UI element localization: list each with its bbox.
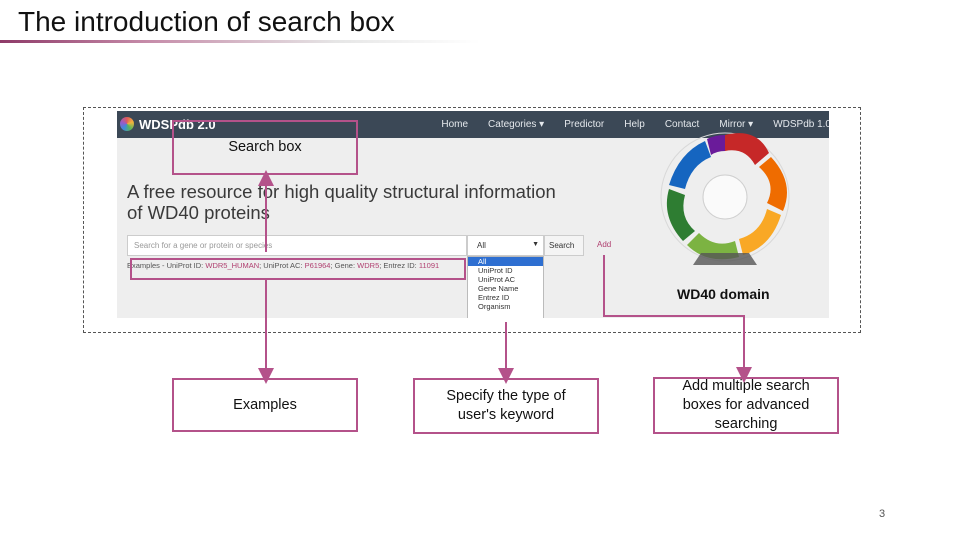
wd40-caption: WD40 domain <box>677 286 770 302</box>
search-input[interactable]: Search for a gene or protein or species <box>127 235 467 256</box>
nav-item-categories[interactable]: Categories ▾ <box>488 119 545 130</box>
callout-examples-label: Examples <box>233 396 297 413</box>
nav-item-wdspdb1[interactable]: WDSPdb 1.0 <box>773 119 829 130</box>
screenshot-frame <box>83 107 861 333</box>
callout-add-search-line-3: searching <box>714 416 778 432</box>
search-type-dropdown: All UniProt ID UniProt AC Gene Name Entr… <box>467 256 544 318</box>
examples-line: Examples - UniProt ID: WDR5_HUMAN; UniPr… <box>127 261 467 270</box>
search-button[interactable]: Search <box>544 235 584 256</box>
nav-item-home[interactable]: Home <box>441 119 469 130</box>
callout-keyword-type-line-1: Specify the type of <box>446 388 566 404</box>
example-uniprot-ac[interactable]: P61964 <box>304 261 331 270</box>
caret-down-icon: ▼ <box>532 241 539 248</box>
page-number: 3 <box>879 508 886 520</box>
callout-examples: Examples <box>172 378 358 432</box>
callout-keyword-type-line-2: user's keyword <box>457 407 555 423</box>
examples-prefix: Examples - UniProt ID: <box>127 261 204 270</box>
title-underline <box>0 40 480 43</box>
nav-item-help[interactable]: Help <box>624 119 645 130</box>
example-entrez[interactable]: 11091 <box>418 261 440 270</box>
callout-search-box-label: Search box <box>228 139 302 155</box>
nav-menu: Home Categories ▾ Predictor Help Contact… <box>421 111 829 138</box>
type-option-entrez-id[interactable]: Entrez ID <box>478 293 510 302</box>
highlight-examples <box>130 258 466 280</box>
callout-keyword-type: Specify the type of user's keyword <box>413 378 599 434</box>
slide-title: The introduction of search box <box>18 6 395 37</box>
nav-item-mirror[interactable]: Mirror ▾ <box>719 119 754 130</box>
examples-sep-2: ; Gene: <box>330 261 356 270</box>
callout-add-search-line-2: boxes for advanced <box>682 397 810 413</box>
type-option-organism[interactable]: Organism <box>478 302 511 311</box>
add-search-box-link[interactable]: Add <box>597 240 612 249</box>
type-option-gene-name[interactable]: Gene Name <box>478 284 519 293</box>
search-type-value: All <box>477 241 486 250</box>
nav-item-contact[interactable]: Contact <box>664 119 700 130</box>
type-option-all[interactable]: All <box>468 257 543 266</box>
example-gene[interactable]: WDR5 <box>357 261 380 270</box>
example-uniprot-id[interactable]: WDR5_HUMAN <box>205 261 260 270</box>
connector-add-search <box>603 255 752 383</box>
examples-sep-3: ; Entrez ID: <box>379 261 417 270</box>
callout-add-search-line-1: Add multiple search <box>682 378 810 394</box>
site-navbar: WDSPdb 2.0 Home Categories ▾ Predictor H… <box>117 111 829 138</box>
headline-line-1: A free resource for high quality structu… <box>127 181 556 202</box>
type-option-uniprot-ac[interactable]: UniProt AC <box>478 275 516 284</box>
website-screenshot: WDSPdb 2.0 Home Categories ▾ Predictor H… <box>117 111 829 318</box>
examples-sep-1: ; UniProt AC: <box>259 261 303 270</box>
nav-item-predictor[interactable]: Predictor <box>564 119 605 130</box>
type-option-uniprot-id[interactable]: UniProt ID <box>478 266 513 275</box>
search-type-select[interactable]: All ▼ <box>467 235 544 256</box>
wd40-structure-image <box>660 132 790 265</box>
site-logo-icon <box>120 117 134 131</box>
site-headline: A free resource for high quality structu… <box>127 181 607 223</box>
headline-line-2: of WD40 proteins <box>127 202 270 223</box>
